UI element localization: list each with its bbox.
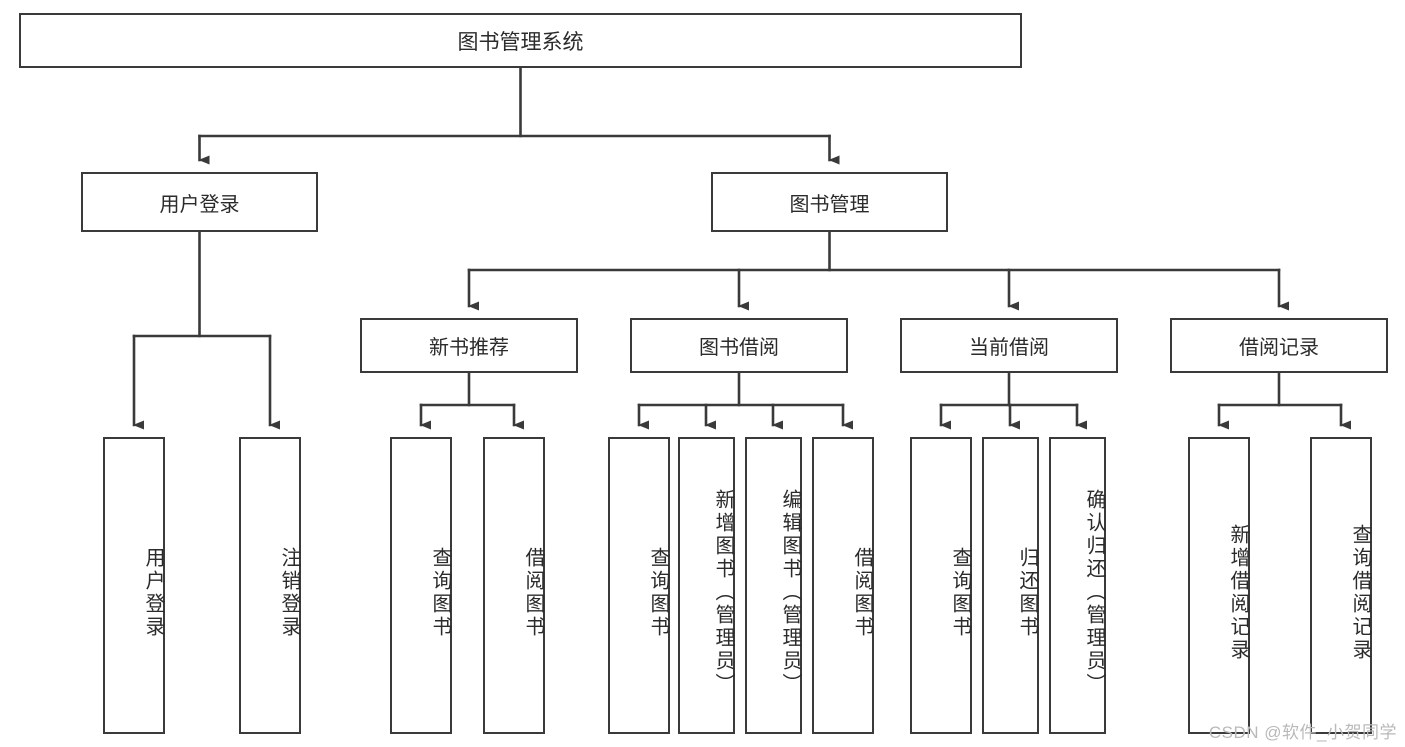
node-root-book-management-system[interactable]: 图书管理系统 [19, 13, 1022, 68]
csdn-watermark: CSDN @软件_小贺同学 [1208, 723, 1397, 742]
node-label: 借阅记录 [1239, 337, 1319, 359]
node-leaf-borrow-book-2[interactable]: 借阅图书 [812, 437, 874, 734]
node-leaf-confirm-return-admin[interactable]: 确认归还（管理员） [1049, 437, 1106, 734]
node-label: 图书管理 [789, 193, 870, 216]
node-label: 新书推荐 [429, 337, 509, 359]
node-new-book-recommend[interactable]: 新书推荐 [360, 318, 578, 373]
node-leaf-query-book-3[interactable]: 查询图书 [910, 437, 972, 734]
node-current-borrow[interactable]: 当前借阅 [900, 318, 1118, 373]
node-label: 新增图书（管理员） [712, 489, 734, 696]
node-leaf-return-book[interactable]: 归还图书 [982, 437, 1039, 734]
node-label: 编辑图书（管理员） [779, 489, 801, 696]
node-book-borrow[interactable]: 图书借阅 [630, 318, 848, 373]
node-label: 查询借阅记录 [1349, 523, 1371, 662]
node-borrow-record[interactable]: 借阅记录 [1170, 318, 1388, 373]
node-label: 查询图书 [949, 546, 971, 639]
node-label: 新增借阅记录 [1227, 523, 1249, 662]
node-leaf-query-borrow-record[interactable]: 查询借阅记录 [1310, 437, 1372, 734]
node-label: 查询图书 [647, 546, 669, 639]
node-label: 查询图书 [429, 546, 451, 639]
node-label: 确认归还（管理员） [1083, 489, 1105, 696]
node-leaf-edit-book-admin[interactable]: 编辑图书（管理员） [745, 437, 802, 734]
node-leaf-add-book-admin[interactable]: 新增图书（管理员） [678, 437, 735, 734]
node-leaf-logout-login[interactable]: 注销登录 [239, 437, 301, 734]
node-leaf-query-book-2[interactable]: 查询图书 [608, 437, 670, 734]
node-label: 注销登录 [278, 546, 300, 639]
node-leaf-add-borrow-record[interactable]: 新增借阅记录 [1188, 437, 1250, 734]
node-label: 图书借阅 [699, 337, 779, 359]
node-label: 归还图书 [1016, 546, 1038, 639]
node-label: 借阅图书 [522, 546, 544, 639]
node-label: 借阅图书 [851, 546, 873, 639]
node-book-management[interactable]: 图书管理 [711, 172, 948, 232]
node-leaf-query-book-1[interactable]: 查询图书 [390, 437, 452, 734]
node-user-login[interactable]: 用户登录 [81, 172, 318, 232]
node-leaf-borrow-book-1[interactable]: 借阅图书 [483, 437, 545, 734]
node-label: 用户登录 [159, 193, 240, 216]
node-label: 当前借阅 [969, 337, 1049, 359]
node-label: 图书管理系统 [457, 30, 584, 54]
node-label: 用户登录 [142, 546, 164, 639]
node-leaf-user-login[interactable]: 用户登录 [103, 437, 165, 734]
